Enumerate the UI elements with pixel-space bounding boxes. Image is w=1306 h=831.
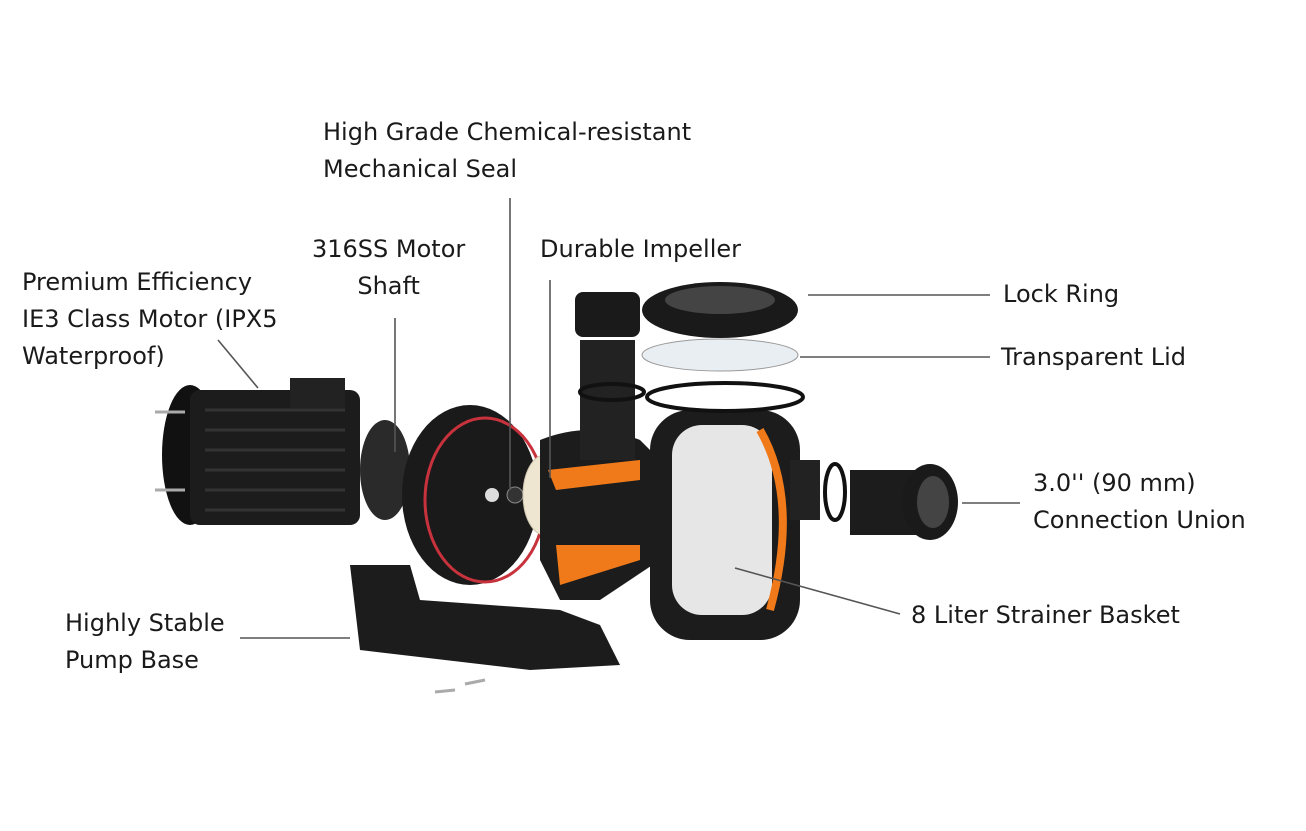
motor	[155, 378, 410, 525]
label-connection-union: 3.0'' (90 mm) Connection Union	[1033, 469, 1246, 534]
label-strainer-basket: 8 Liter Strainer Basket	[911, 601, 1180, 629]
pump-housing	[540, 292, 800, 640]
transparent-lid	[641, 338, 799, 372]
label-lock-ring: Lock Ring	[1003, 280, 1120, 308]
pump-base	[350, 565, 620, 670]
label-impeller: Durable Impeller	[540, 235, 741, 263]
leader-lines	[217, 198, 1020, 639]
label-mechanical-seal: High Grade Chemical-resistant Mechanical…	[323, 118, 692, 183]
label-motor: Premium Efficiency IE3 Class Motor (IPX5…	[22, 268, 278, 370]
label-pump-base: Highly Stable Pump Base	[65, 609, 225, 674]
connection-union	[790, 460, 958, 540]
label-motor-shaft: 316SS Motor Shaft	[312, 235, 466, 300]
label-transparent-lid: Transparent Lid	[1001, 343, 1186, 371]
